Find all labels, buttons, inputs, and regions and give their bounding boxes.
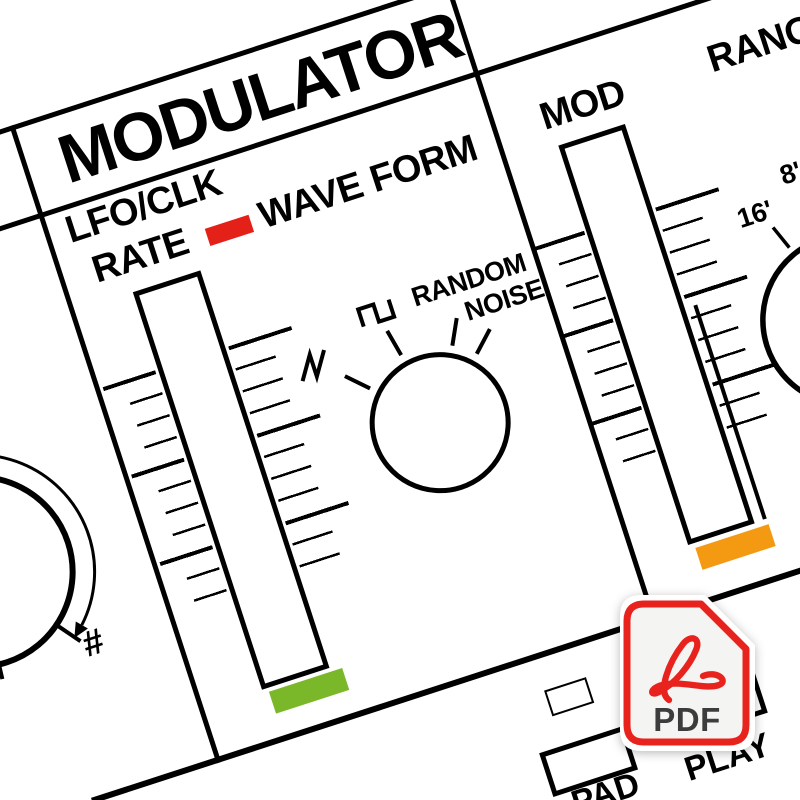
pdf-badge-sheet xyxy=(623,600,750,746)
aux-button xyxy=(544,677,595,717)
range-position-ticks xyxy=(771,226,791,249)
pdf-badge-label: PDF xyxy=(653,701,721,738)
rate-led-indicator xyxy=(204,214,255,247)
sharp-tick xyxy=(56,624,82,643)
acrobat-logo-icon xyxy=(649,635,726,704)
pitch-knob-pointer xyxy=(0,641,5,680)
waveform-knob-circle xyxy=(369,352,511,494)
rotate-arrow-icon xyxy=(0,453,97,688)
square-wave-icon xyxy=(355,298,397,328)
wave-form-label: WAVE FORM xyxy=(253,127,483,238)
footage-8-label: 8' xyxy=(776,155,800,191)
waveform-knob xyxy=(300,298,511,494)
rotate-arrow-head xyxy=(74,621,88,638)
range-knob-circle xyxy=(760,232,800,408)
range-label: RANGE xyxy=(702,0,800,82)
pitch-knob xyxy=(0,453,97,688)
pdf-badge[interactable]: PDF xyxy=(617,592,758,754)
pitch-knob-circle xyxy=(0,473,76,670)
range-knob xyxy=(760,226,800,408)
waveform-position-ticks xyxy=(344,317,492,391)
sawtooth-wave-icon xyxy=(300,347,326,384)
